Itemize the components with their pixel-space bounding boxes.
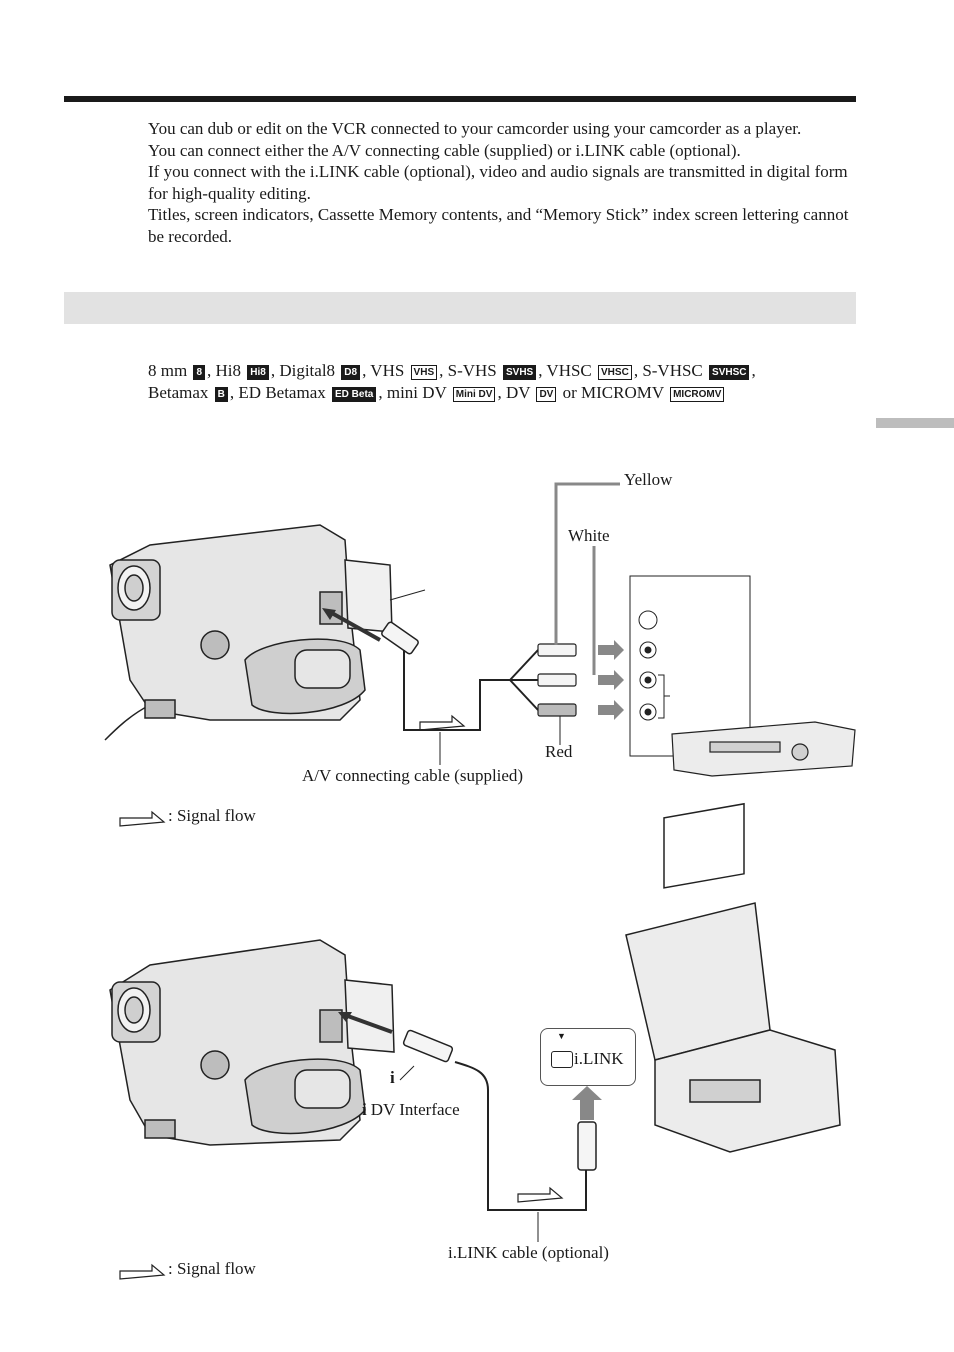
side-index-tab	[876, 418, 954, 428]
camcorder-2-icon	[109, 939, 395, 1146]
ilink-icon	[551, 1051, 573, 1068]
format-text: Betamax	[148, 383, 213, 402]
signal-arrows-icon	[598, 640, 624, 720]
format-text: , mini DV	[378, 383, 451, 402]
signal-flow-arrow-icon	[419, 714, 466, 731]
micromv-logo-icon: MICROMV	[670, 387, 725, 402]
gv-walkman-vcr-icon	[625, 802, 841, 1153]
format-line-1: 8 mm 8, Hi8 Hi8, Digital8 D8, VHS VHS, S…	[148, 360, 868, 382]
av-plug-icon	[381, 621, 419, 655]
ilink-symbol-icon: i	[362, 1100, 367, 1119]
dv-logo-icon: DV	[536, 387, 557, 402]
av-cable-label: A/V connecting cable (supplied)	[302, 766, 524, 785]
yellow-label: Yellow	[624, 470, 673, 489]
format-text: , Hi8	[207, 361, 246, 380]
intro-paragraph-1: You can dub or edit on the VCR connected…	[148, 119, 802, 138]
intro-text: You can dub or edit on the VCR connected…	[148, 118, 860, 247]
format-text: 8 mm	[148, 361, 192, 380]
triangle-icon: ▼	[557, 1031, 566, 1041]
signal-flow-legend-1-icon	[119, 810, 166, 827]
format-text: , Digital8	[270, 361, 340, 380]
ilink-small-symbol-icon: i	[390, 1068, 395, 1087]
white-label: White	[568, 526, 610, 545]
format-text: , VHS	[362, 361, 409, 380]
digital8-logo-icon: D8	[341, 365, 361, 380]
dv-interface-text: DV Interface	[370, 1100, 460, 1119]
rca-plugs-icon	[537, 643, 577, 717]
8mm-logo-icon: 8	[193, 365, 206, 380]
red-label: Red	[545, 742, 573, 761]
header-rule	[64, 96, 856, 102]
camcorder-1-icon	[104, 524, 393, 741]
format-text: , VHSC	[538, 361, 597, 380]
signal-flow-arrow-2-icon	[517, 1186, 564, 1203]
format-line-2: Betamax B, ED Betamax ED Beta, mini DV M…	[148, 382, 868, 404]
format-text: , S-VHSC	[633, 361, 708, 380]
vcr-input-panel	[629, 575, 751, 757]
vhsc-logo-icon: VHSC	[598, 365, 632, 380]
format-text: , ED Betamax	[229, 383, 330, 402]
signal-flow-label-1: : Signal flow	[168, 806, 256, 825]
ilink-cable-label: i.LINK cable (optional)	[448, 1243, 609, 1262]
format-text: ,	[751, 361, 756, 380]
vhs-logo-icon: VHS	[410, 365, 438, 380]
vcr-deck-icon	[671, 721, 856, 777]
tape-format-list: 8 mm 8, Hi8 Hi8, Digital8 D8, VHS VHS, S…	[148, 360, 868, 404]
signal-flow-label-2: : Signal flow	[168, 1259, 256, 1278]
format-text: , DV	[497, 383, 535, 402]
ilink-port-callout: ▼ i.LINK	[540, 1028, 636, 1086]
section-heading-band	[64, 292, 856, 324]
ilink-plug-2-icon	[577, 1121, 597, 1171]
hi8-logo-icon: Hi8	[247, 365, 269, 380]
svhs-logo-icon: SVHS	[502, 365, 537, 380]
ilink-plug-1-icon	[402, 1029, 454, 1063]
signal-flow-legend-2-icon	[119, 1263, 166, 1280]
intro-paragraph-3: If you connect with the i.LINK cable (op…	[148, 162, 848, 203]
ed-betamax-logo-icon: ED Beta	[332, 387, 377, 402]
betamax-logo-icon: B	[214, 387, 228, 402]
svhsc-logo-icon: SVHSC	[709, 365, 750, 380]
mini-dv-logo-icon: Mini DV	[452, 387, 496, 402]
intro-paragraph-4: Titles, screen indicators, Cassette Memo…	[148, 205, 849, 246]
format-text: or MICROMV	[558, 383, 669, 402]
intro-paragraph-2: You can connect either the A/V connectin…	[148, 140, 741, 160]
format-text: , S-VHS	[439, 361, 501, 380]
ilink-port-label: i.LINK	[574, 1049, 624, 1068]
